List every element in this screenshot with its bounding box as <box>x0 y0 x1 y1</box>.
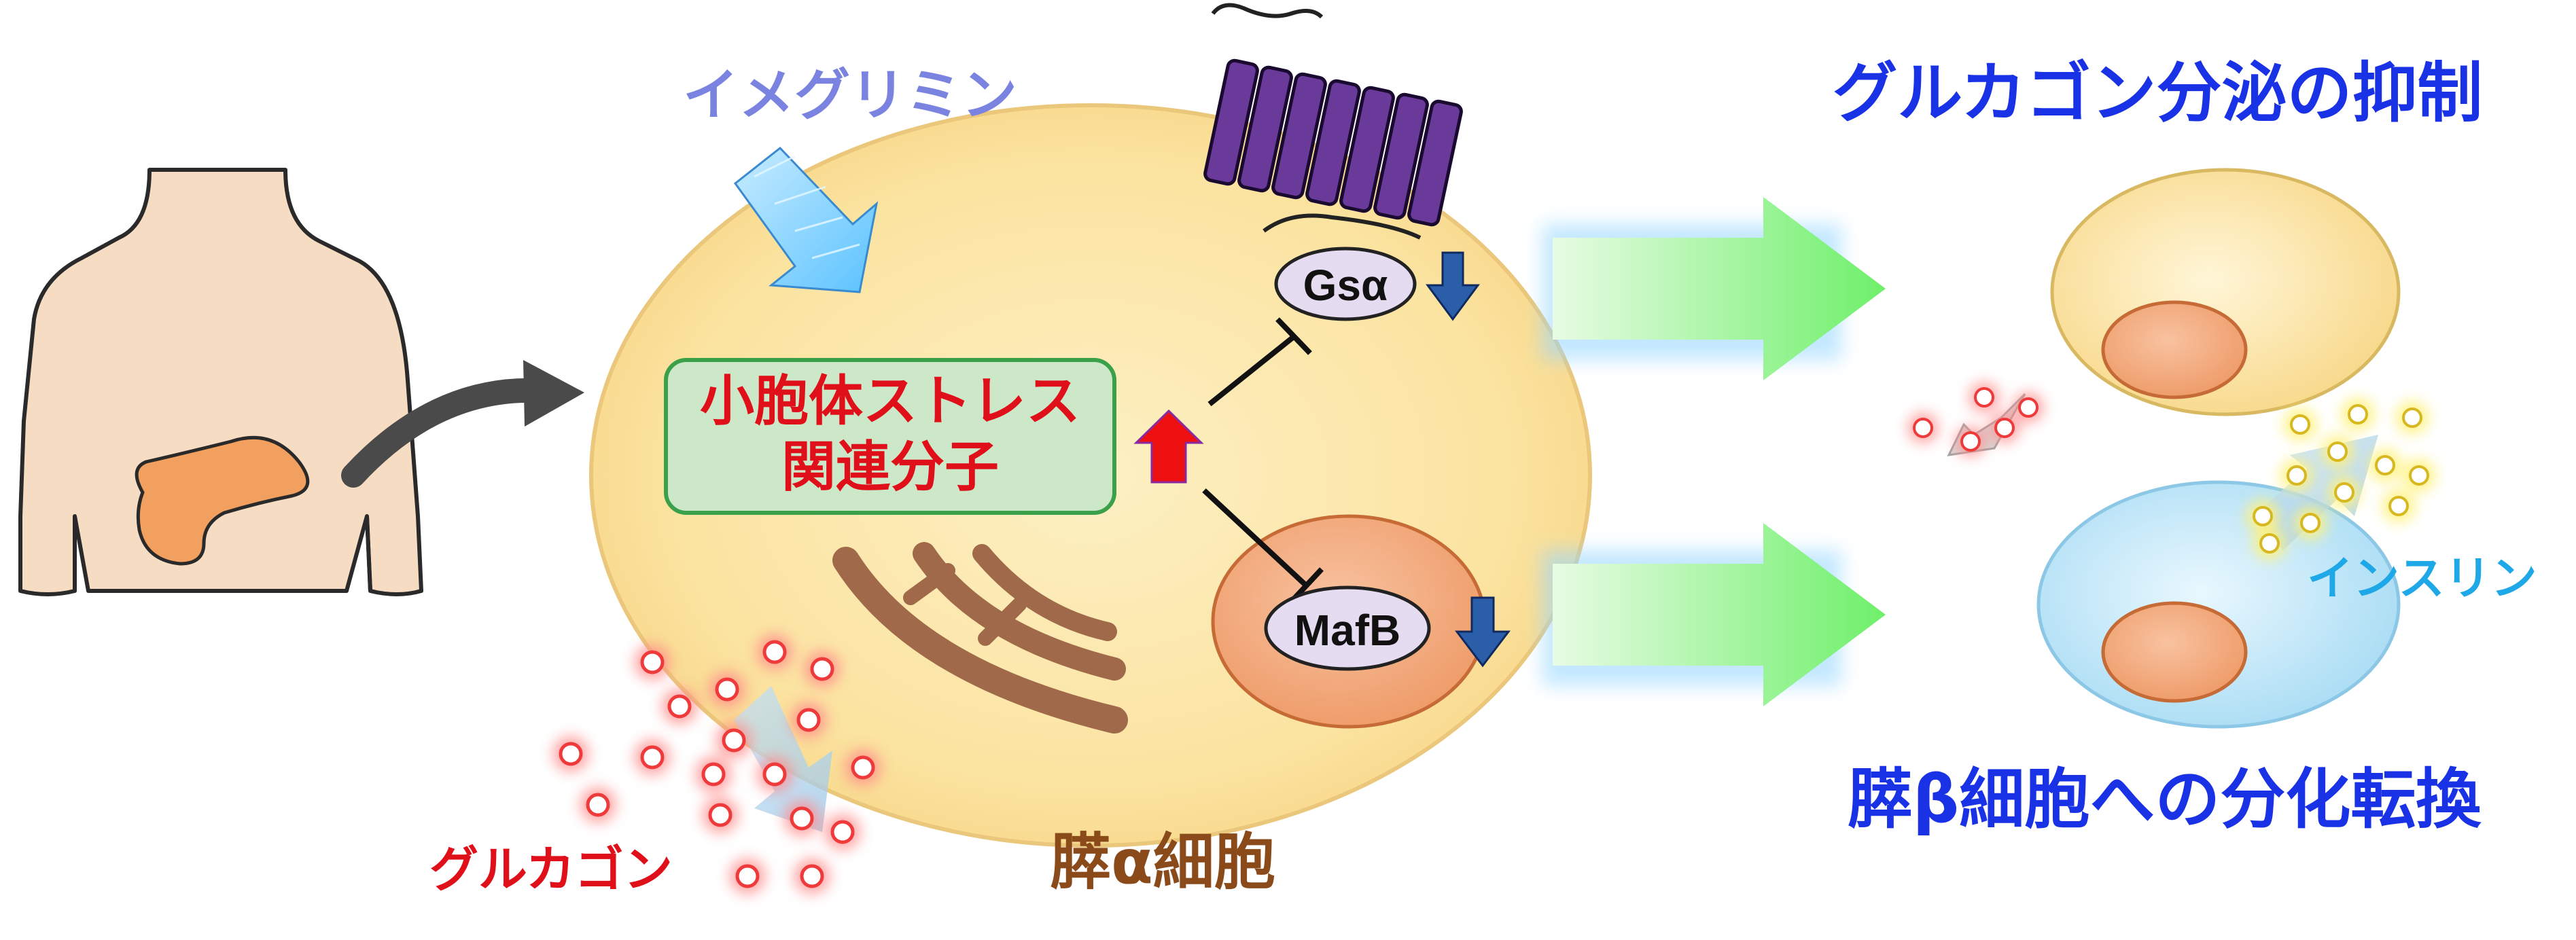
small-alpha-cell <box>2050 168 2401 416</box>
endoplasmic-reticulum-icon <box>832 542 1128 734</box>
human-torso-icon <box>18 168 423 596</box>
gsa-node <box>1274 247 1417 321</box>
gpcr-receptor-icon <box>1203 3 1463 240</box>
gsa-decrease-arrow-icon <box>1426 251 1480 321</box>
arrow-to-transdifferentiation <box>1542 523 1886 706</box>
insulin-release <box>2246 398 2435 560</box>
body-to-cell-arrow <box>341 360 584 488</box>
mafb-node <box>1264 585 1431 671</box>
alpha-cell-label: 膵α細胞 <box>1050 827 1275 898</box>
mafb-label: MafB <box>1294 606 1400 655</box>
imeglimin-label: イメグリミン <box>683 63 1017 128</box>
er-stress-label-line1: 小胞体ストレス <box>700 369 1080 433</box>
arrow-to-suppression <box>1542 197 1886 380</box>
glucagon-label: グルカゴン <box>429 841 673 898</box>
increase-arrow-icon <box>1133 409 1204 484</box>
imeglimin-arrow <box>733 146 879 293</box>
beta-cell <box>2036 480 2401 729</box>
glucagon-particles <box>553 634 881 894</box>
pancreas-icon <box>135 435 310 566</box>
mafb-decrease-arrow-icon <box>1454 596 1511 668</box>
insulin-label: インスリン <box>2307 552 2537 606</box>
small-glucagon-release <box>1908 382 2043 456</box>
transdifferentiation-title: 膵β細胞への分化転換 <box>1848 761 2482 837</box>
inhibition-to-gsa <box>1207 317 1312 407</box>
er-stress-label-line2: 関連分子 <box>781 435 999 499</box>
suppression-title: グルカゴン分泌の抑制 <box>1832 55 2482 131</box>
er-stress-box <box>664 358 1116 515</box>
gsa-label: Gsα <box>1303 261 1388 310</box>
